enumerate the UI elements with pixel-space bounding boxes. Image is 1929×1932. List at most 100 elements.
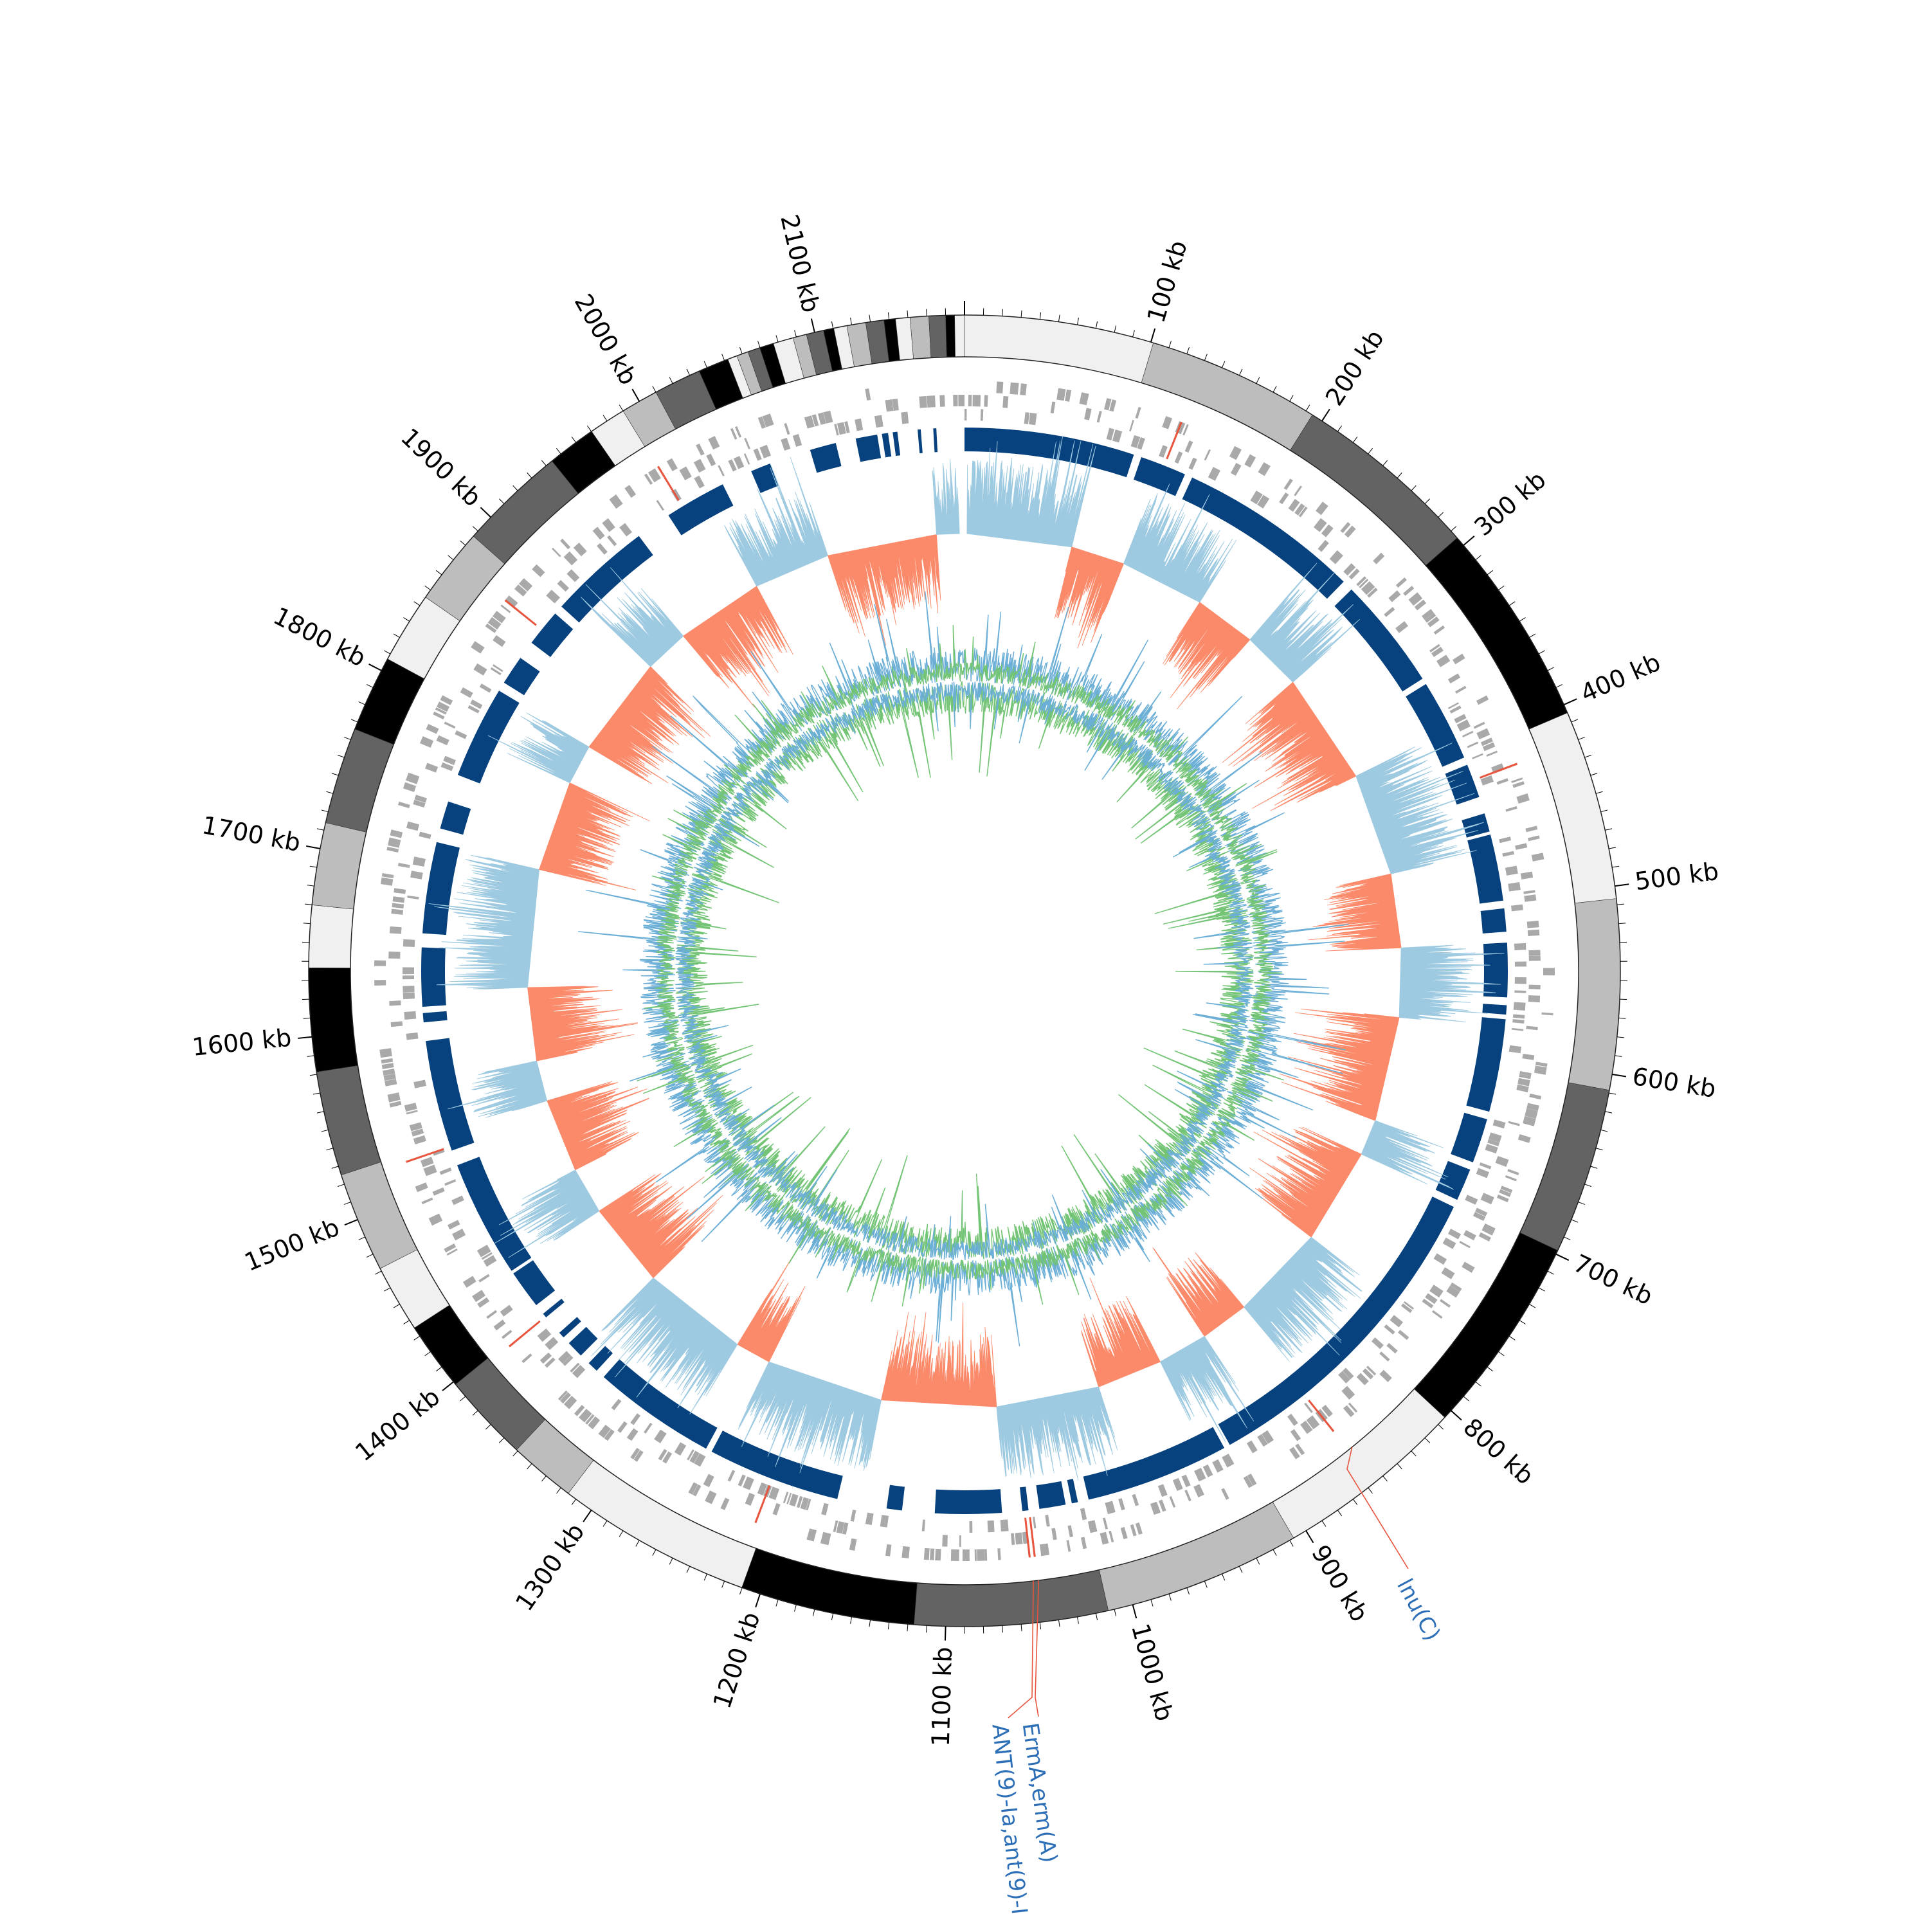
minor-tick bbox=[1133, 330, 1135, 337]
gene-feature bbox=[390, 926, 402, 934]
minor-tick bbox=[1337, 1510, 1341, 1516]
minor-tick bbox=[436, 570, 442, 575]
gene-feature bbox=[602, 518, 615, 532]
blast-hit-block bbox=[440, 802, 471, 835]
gene-feature bbox=[1150, 1502, 1161, 1515]
minor-tick bbox=[1322, 1521, 1326, 1526]
gene-feature bbox=[1247, 1440, 1258, 1453]
tick-label: 1400 kb bbox=[350, 1382, 445, 1467]
gc-content-negative bbox=[528, 986, 638, 1061]
minor-tick bbox=[1451, 527, 1456, 531]
minor-tick bbox=[313, 1093, 320, 1094]
tick-label: 1900 kb bbox=[395, 423, 487, 512]
minor-tick bbox=[907, 311, 908, 318]
gene-feature bbox=[407, 896, 419, 899]
major-tick bbox=[945, 1627, 946, 1641]
gene-feature bbox=[1065, 390, 1071, 402]
minor-tick bbox=[572, 437, 576, 442]
minor-tick bbox=[722, 354, 725, 361]
gene-feature bbox=[413, 1080, 426, 1088]
tick-label: 500 kb bbox=[1633, 857, 1720, 896]
gene-feature bbox=[1130, 1524, 1137, 1537]
minor-tick bbox=[1002, 309, 1003, 316]
minor-tick bbox=[338, 1184, 344, 1187]
gene-feature bbox=[1081, 1537, 1087, 1549]
gene-feature bbox=[1432, 1310, 1443, 1319]
major-tick bbox=[1133, 1605, 1137, 1618]
gene-feature bbox=[1541, 1013, 1553, 1016]
blast-hit-block bbox=[1406, 684, 1464, 767]
gene-feature bbox=[1291, 1429, 1301, 1441]
minor-tick bbox=[305, 904, 312, 905]
tick-label: 1700 kb bbox=[200, 811, 303, 857]
blast-hit-block bbox=[918, 429, 923, 453]
gene-feature bbox=[388, 838, 401, 848]
minor-tick bbox=[572, 1499, 576, 1505]
gene-feature bbox=[444, 721, 456, 728]
gc-content-negative bbox=[1055, 547, 1123, 648]
gene-feature bbox=[1129, 420, 1134, 431]
minor-tick bbox=[1596, 791, 1603, 793]
gc-content-negative bbox=[599, 1173, 723, 1278]
minor-tick bbox=[669, 1558, 673, 1564]
gene-feature bbox=[781, 438, 790, 451]
gc-content-negative bbox=[738, 1254, 805, 1362]
minor-tick bbox=[1601, 1130, 1608, 1132]
gene-feature bbox=[452, 1229, 466, 1240]
tick-label: 400 kb bbox=[1577, 648, 1665, 708]
gene-feature bbox=[1508, 1121, 1520, 1126]
gene-feature bbox=[1465, 1195, 1478, 1204]
tick-label: 1100 kb bbox=[927, 1647, 957, 1747]
gene-feature bbox=[1512, 1019, 1524, 1024]
minor-tick bbox=[1239, 1566, 1242, 1573]
gene-feature bbox=[1463, 1230, 1476, 1240]
gene-feature bbox=[1231, 463, 1241, 476]
blast-hit-block bbox=[1483, 943, 1508, 997]
gene-feature bbox=[975, 1549, 977, 1561]
minor-tick bbox=[636, 1540, 639, 1547]
major-tick bbox=[1451, 1411, 1462, 1420]
gene-feature bbox=[953, 395, 957, 406]
gc-content-negative bbox=[1250, 1127, 1362, 1237]
gene-feature bbox=[1532, 853, 1544, 861]
gene-feature bbox=[502, 1330, 512, 1339]
gene-feature bbox=[1516, 793, 1529, 804]
contig-segment bbox=[742, 1548, 918, 1625]
contig-segment bbox=[1141, 343, 1312, 450]
gene-feature bbox=[806, 1528, 817, 1541]
blast-hit-block bbox=[559, 1317, 581, 1337]
minor-tick bbox=[1397, 1463, 1402, 1468]
tick-label: 100 kb bbox=[1142, 237, 1193, 326]
gene-feature bbox=[1384, 607, 1395, 617]
gene-feature bbox=[1051, 1528, 1057, 1540]
gene-feature bbox=[398, 863, 410, 868]
gene-feature bbox=[1499, 836, 1511, 843]
tick-label: 200 kb bbox=[1320, 325, 1390, 411]
tick-label: 1500 kb bbox=[240, 1213, 343, 1276]
minor-tick bbox=[513, 485, 518, 491]
minor-tick bbox=[619, 405, 623, 411]
gene-feature bbox=[1523, 890, 1535, 894]
minor-tick bbox=[603, 415, 607, 421]
contig-segment bbox=[1272, 1389, 1445, 1538]
gene-feature bbox=[1476, 1168, 1489, 1178]
minor-tick bbox=[1519, 1321, 1525, 1324]
minor-tick bbox=[307, 885, 314, 886]
gene-feature bbox=[617, 1422, 628, 1433]
gene-feature bbox=[1486, 751, 1498, 757]
gene-feature bbox=[403, 967, 414, 974]
gene-feature bbox=[1222, 1454, 1234, 1468]
gene-feature bbox=[1051, 401, 1056, 413]
gene-feature bbox=[968, 395, 972, 406]
gene-feature bbox=[1121, 1527, 1128, 1539]
contig-segment bbox=[325, 729, 394, 832]
gene-feature bbox=[1512, 1028, 1523, 1031]
gene-feature bbox=[1182, 1475, 1191, 1488]
minor-tick bbox=[888, 312, 889, 320]
blast-hit-block bbox=[1466, 1017, 1505, 1112]
gene-feature bbox=[1515, 977, 1526, 984]
minor-tick bbox=[907, 1624, 908, 1631]
minor-tick bbox=[776, 336, 778, 343]
gene-feature bbox=[1132, 1494, 1139, 1506]
minor-tick bbox=[1476, 1382, 1481, 1386]
